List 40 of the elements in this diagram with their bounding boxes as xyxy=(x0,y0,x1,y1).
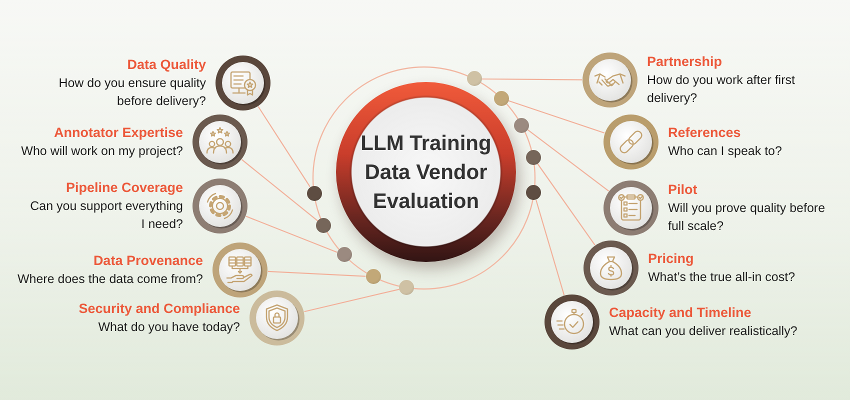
connector-dot xyxy=(399,280,414,296)
topic-question: Will you prove quality before full scale? xyxy=(668,200,826,235)
connector-dot xyxy=(514,118,530,133)
topic-question: Can you support everything I need? xyxy=(29,198,183,233)
connector-dot xyxy=(526,150,541,165)
connector-dot xyxy=(526,185,542,200)
connector-line xyxy=(246,216,338,253)
topic-heading: Annotator Expertise xyxy=(54,124,183,142)
topic-question: How do you ensure quality before delivery? xyxy=(58,75,206,110)
topic-question: What can you deliver realistically? xyxy=(609,323,798,340)
topic-question: Where does the data come from? xyxy=(17,271,203,288)
topic-heading: Data Quality xyxy=(127,56,206,74)
topic-heading: References xyxy=(668,124,741,142)
connector-line xyxy=(482,78,582,80)
topic-question: What’s the true all-in cost? xyxy=(648,269,796,286)
topic-heading: Pipeline Coverage xyxy=(66,179,183,197)
hub-title: LLM Training Data Vendor Evaluation xyxy=(360,130,492,214)
topic-heading: Capacity and Timeline xyxy=(609,304,752,322)
topic-question: Who can I speak to? xyxy=(668,143,782,160)
topic-question: What do you have today? xyxy=(98,319,240,336)
connector-line xyxy=(536,163,596,246)
connector-line xyxy=(268,270,366,277)
topic-heading: Partnership xyxy=(647,53,722,71)
connector-dot xyxy=(466,71,482,86)
connector-line xyxy=(258,106,310,188)
topic-question: How do you work after first delivery? xyxy=(647,72,796,107)
connector-line xyxy=(508,100,605,134)
topic-heading: Security and Compliance xyxy=(78,300,240,318)
connector-line xyxy=(527,129,610,192)
topic-heading: Pilot xyxy=(668,181,698,199)
topic-heading: Data Provenance xyxy=(93,252,203,270)
connector-line xyxy=(536,200,565,296)
topic-heading: Pricing xyxy=(648,250,694,268)
topic-question: Who will work on my project? xyxy=(21,143,183,160)
connector-dot xyxy=(316,218,332,234)
connector-dot xyxy=(306,186,322,201)
connector-line xyxy=(304,288,400,312)
connector-line xyxy=(241,159,318,222)
hub-circle xyxy=(336,82,516,262)
connector-dot xyxy=(366,269,381,284)
